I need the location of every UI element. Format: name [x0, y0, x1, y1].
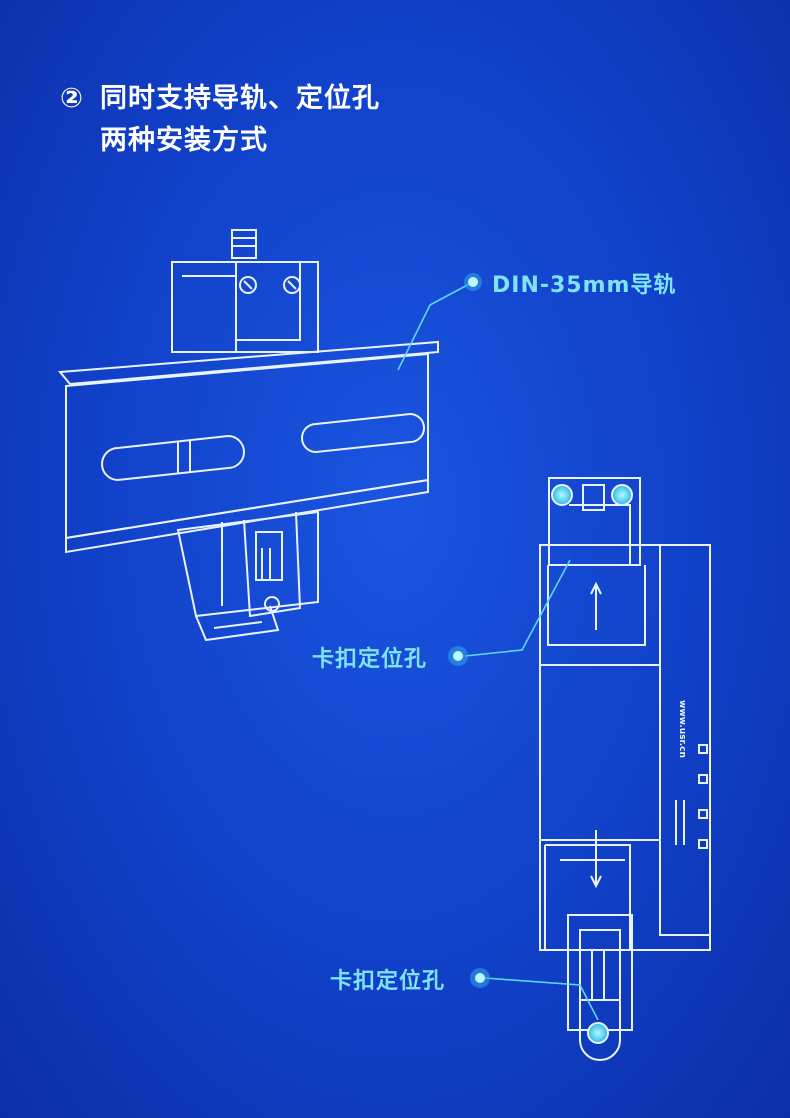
device-website-text: www.usr.cn — [677, 700, 687, 758]
screw-icon — [264, 596, 280, 612]
din-rail-drawing — [57, 229, 439, 642]
din-rail-leader-line — [397, 281, 474, 371]
bottom-hole-leader-line — [484, 977, 599, 1021]
top-hole-label: 卡扣定位孔 — [312, 647, 428, 672]
positioning-hole-drawing — [539, 477, 711, 1061]
top-right-hole-icon — [611, 484, 633, 506]
heading-number: ② — [60, 83, 84, 114]
top-hole-dot — [453, 651, 463, 661]
top-left-hole-icon — [551, 484, 573, 506]
screw-icon — [283, 276, 301, 294]
heading-line1: 同时支持导轨、定位孔 — [100, 83, 380, 114]
bottom-hole-icon — [587, 1022, 609, 1044]
din-rail-label: DIN-35mm导轨 — [492, 273, 677, 298]
heading-line2: 两种安装方式 — [100, 125, 268, 156]
section-heading: ② 同时支持导轨、定位孔 两种安装方式 — [60, 78, 380, 162]
bottom-hole-label: 卡扣定位孔 — [330, 969, 446, 994]
top-hole-leader-line — [464, 559, 571, 657]
screw-icon — [239, 276, 257, 294]
bottom-hole-dot — [475, 973, 485, 983]
din-rail-dot — [468, 277, 478, 287]
